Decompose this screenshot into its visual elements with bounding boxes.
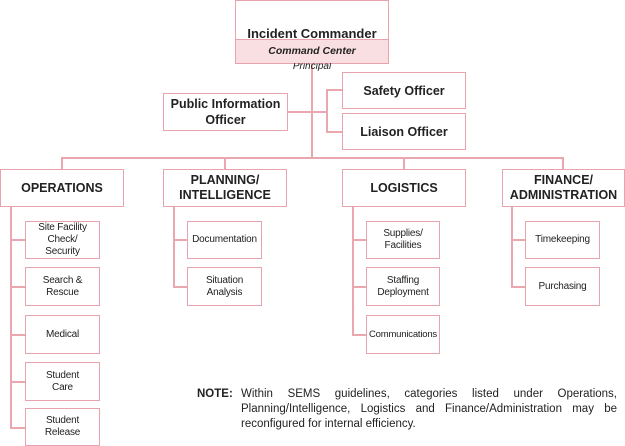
connector xyxy=(511,206,513,286)
connector xyxy=(173,286,187,288)
section-operations: OPERATIONS xyxy=(0,169,124,207)
section-planning-intelligence: PLANNING/ INTELLIGENCE xyxy=(163,169,287,207)
connector xyxy=(10,427,25,429)
connector xyxy=(352,286,366,288)
connector xyxy=(10,286,25,288)
connector xyxy=(173,239,187,241)
safety-officer-box: Safety Officer xyxy=(342,72,466,109)
connector xyxy=(352,206,354,334)
connector xyxy=(173,206,175,286)
unit-box: Student Release xyxy=(25,408,100,446)
unit-box: Supplies/ Facilities xyxy=(366,221,440,259)
incident-commander-box: Incident Commander Principal Command Cen… xyxy=(235,0,389,72)
connector xyxy=(10,239,25,241)
connector xyxy=(224,157,226,169)
commander-subtitle: Principal xyxy=(292,61,332,72)
command-center-label: Command Center xyxy=(236,39,388,63)
connector xyxy=(511,286,525,288)
unit-box: Site Facility Check/ Security xyxy=(25,221,100,259)
connector xyxy=(352,239,366,241)
connector xyxy=(352,334,366,336)
section-finance-administration: FINANCE/ ADMINISTRATION xyxy=(502,169,625,207)
unit-box: Purchasing xyxy=(525,267,600,306)
connector xyxy=(403,157,405,169)
unit-box: Situation Analysis xyxy=(187,267,262,306)
unit-box: Search & Rescue xyxy=(25,267,100,306)
connector xyxy=(311,63,313,158)
connector xyxy=(61,157,563,159)
connector xyxy=(326,89,342,91)
unit-box: Documentation xyxy=(187,221,262,259)
section-logistics: LOGISTICS xyxy=(342,169,466,207)
commander-title: Incident Commander xyxy=(247,26,377,41)
unit-box: Communications xyxy=(366,315,440,354)
note-label: NOTE: xyxy=(197,388,233,400)
unit-box: Staffing Deployment xyxy=(366,267,440,306)
public-information-officer-box: Public Information Officer xyxy=(163,93,288,131)
unit-box: Timekeeping xyxy=(525,221,600,259)
connector xyxy=(10,381,25,383)
connector xyxy=(511,239,525,241)
note: NOTE: Within SEMS guidelines, categories… xyxy=(197,387,617,432)
unit-box: Student Care xyxy=(25,362,100,401)
connector xyxy=(562,157,564,169)
unit-box: Medical xyxy=(25,315,100,354)
note-text: Within SEMS guidelines, categories liste… xyxy=(241,388,617,430)
connector xyxy=(10,334,25,336)
connector xyxy=(61,157,63,169)
connector xyxy=(287,111,327,113)
connector xyxy=(326,131,342,133)
connector xyxy=(326,89,328,132)
connector xyxy=(10,206,12,427)
liaison-officer-box: Liaison Officer xyxy=(342,113,466,150)
